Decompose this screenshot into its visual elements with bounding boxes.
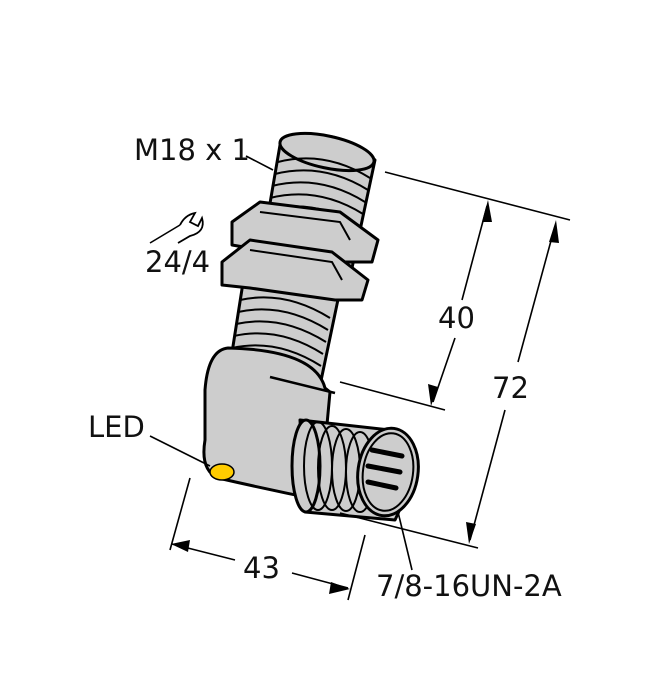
thread-leader <box>245 155 274 171</box>
dimension-43: 43 <box>243 551 280 585</box>
wrench-size-label: 24/4 <box>145 245 210 279</box>
led-leader <box>149 435 211 467</box>
dimension-40: 40 <box>438 301 475 335</box>
hex-nut-lower <box>220 238 370 302</box>
dimension-72: 72 <box>492 371 529 405</box>
connector-leader <box>397 511 413 571</box>
connector <box>290 418 420 522</box>
wrench-icon <box>149 211 204 244</box>
led-indicator <box>209 463 235 481</box>
sensor-body <box>202 131 420 522</box>
led-label: LED <box>88 410 145 444</box>
connector-thread-label: 7/8-16UN-2A <box>376 569 562 603</box>
thread-label: M18 x 1 <box>134 133 250 167</box>
